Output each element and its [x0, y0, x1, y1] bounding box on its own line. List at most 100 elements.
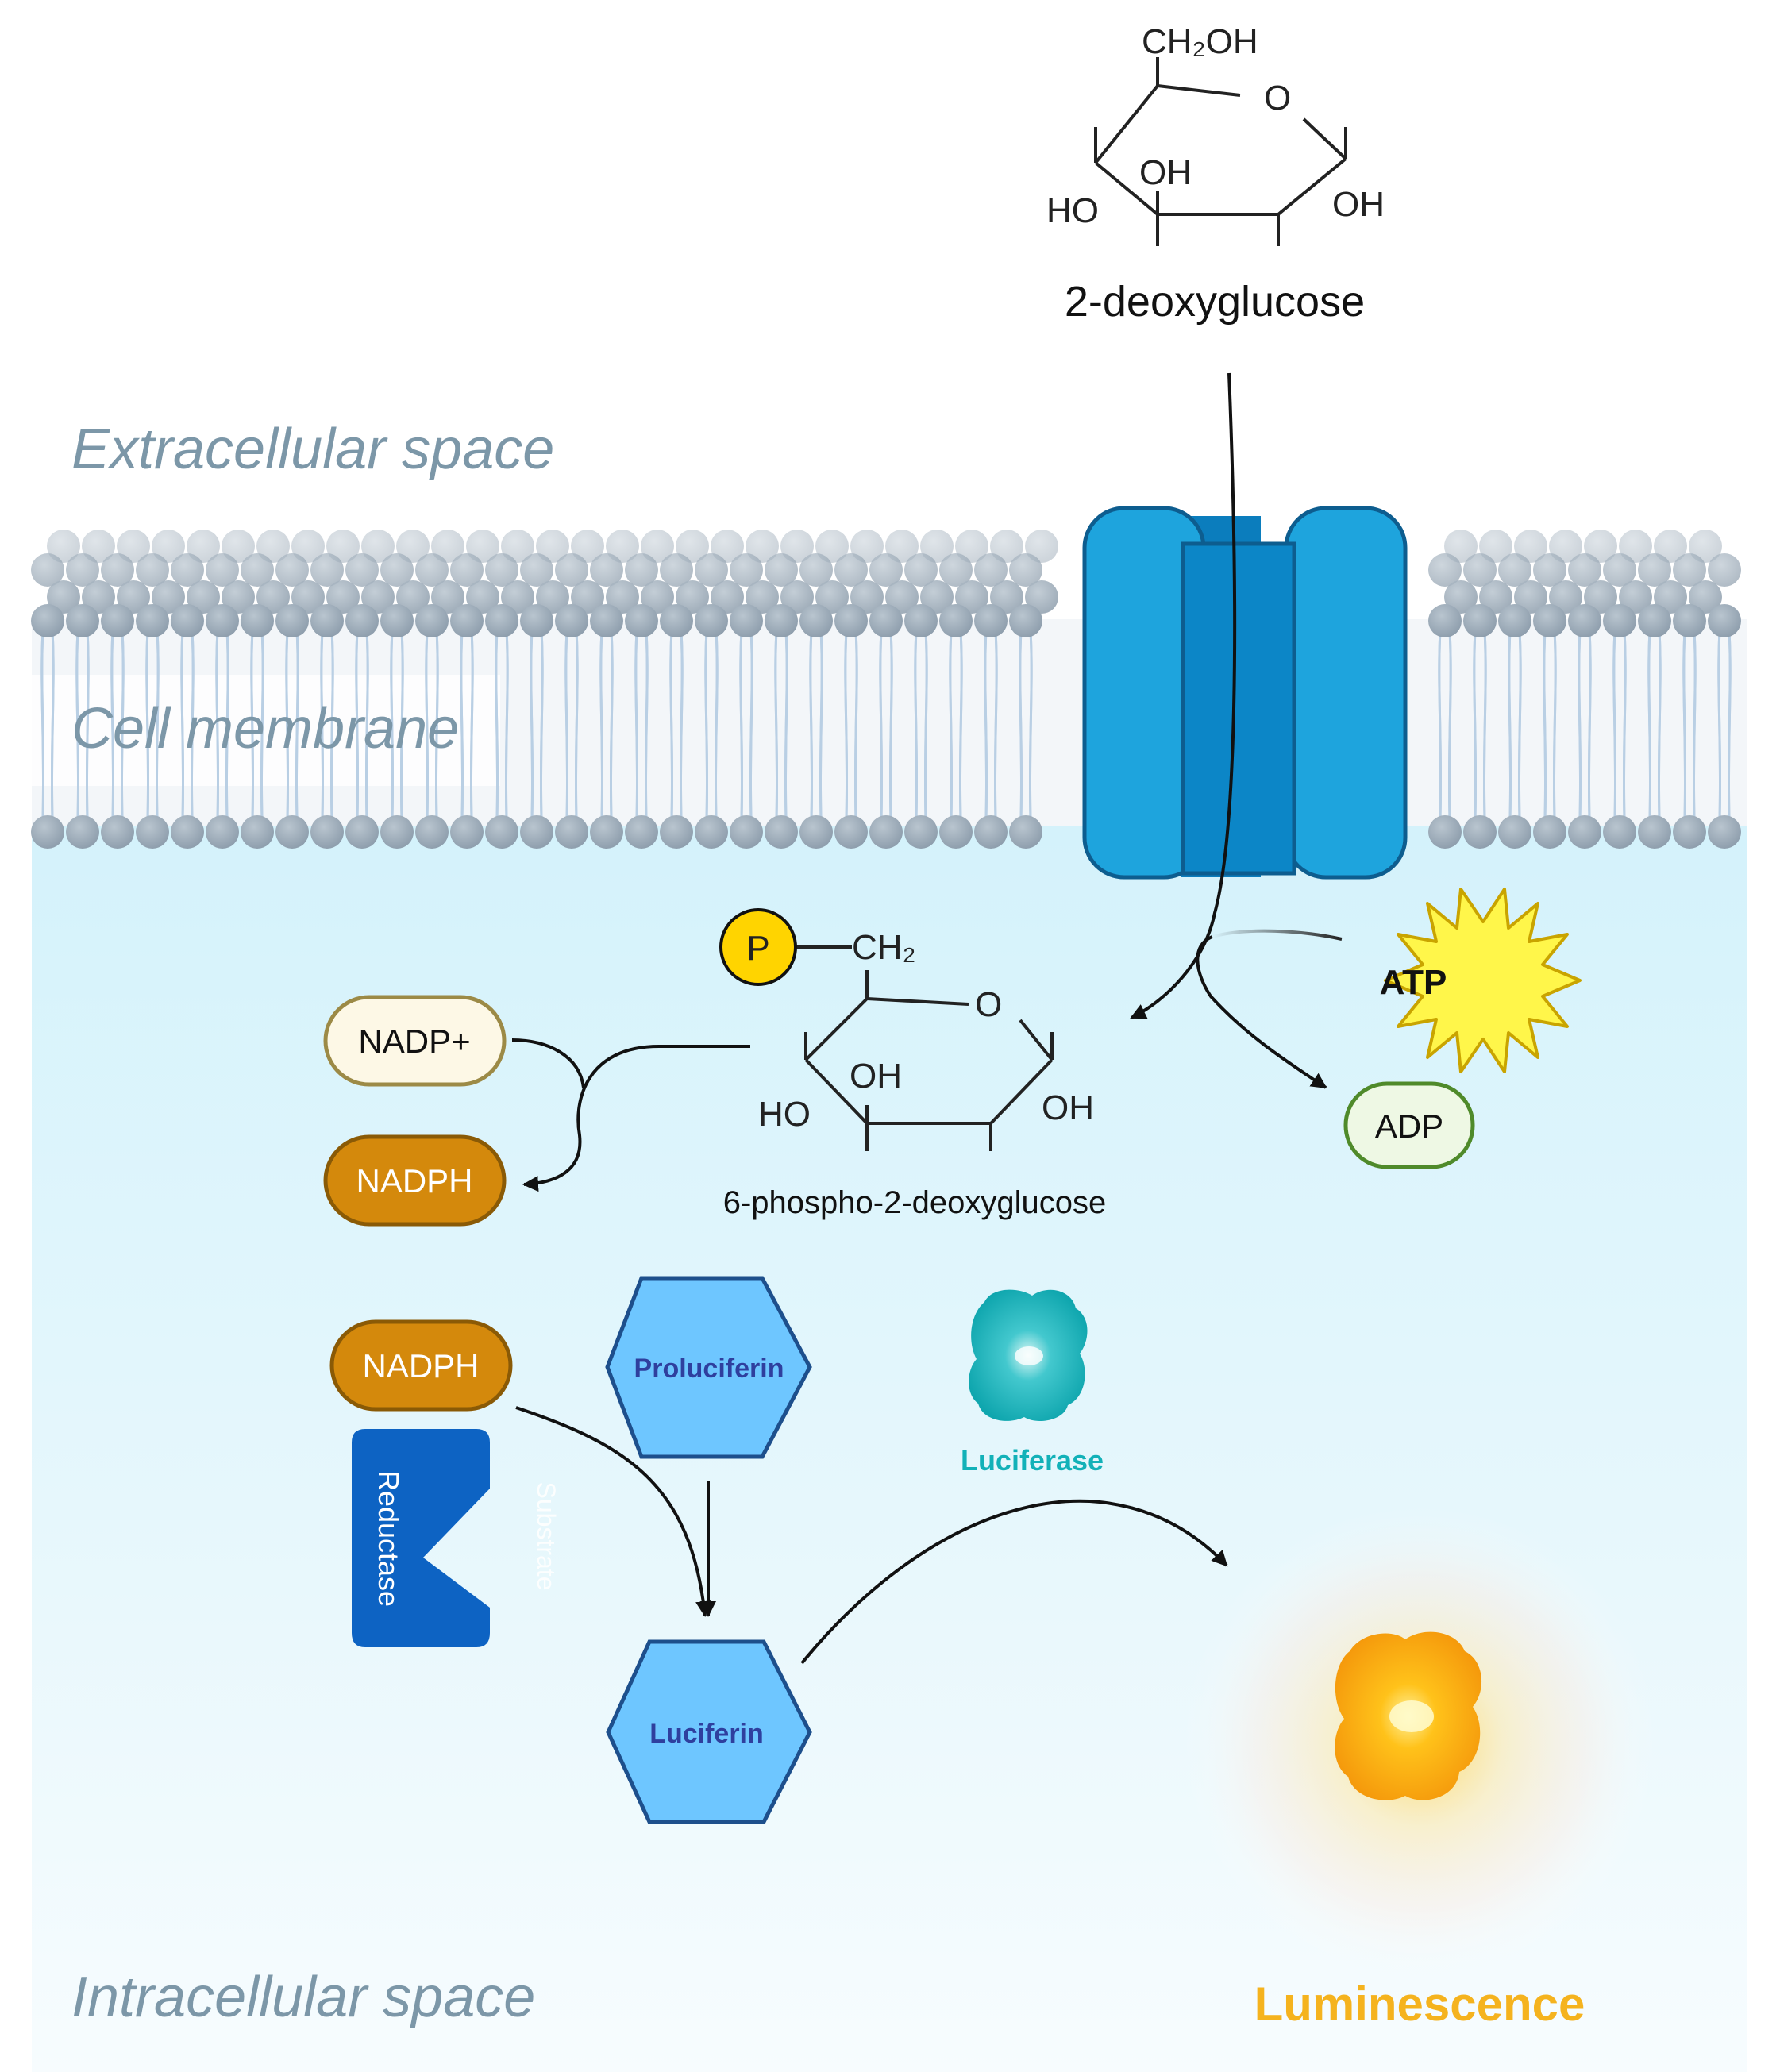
- lipid-tail: [40, 630, 45, 818]
- atp-burst: [1384, 888, 1582, 1073]
- lipid-tail: [1647, 630, 1652, 818]
- lipid-head: [520, 815, 553, 849]
- lipid-tail: [355, 630, 360, 818]
- lipid-head: [241, 815, 274, 849]
- lipid-head: [660, 553, 693, 587]
- lipid-head: [1689, 530, 1722, 563]
- lipid-head: [939, 553, 973, 587]
- lipid-head: [1603, 553, 1636, 587]
- lipid-head: [834, 553, 868, 587]
- lipid-head: [711, 530, 744, 563]
- reductase-enzyme: [352, 1429, 490, 1647]
- lipid-head: [466, 580, 499, 614]
- lipid-head: [291, 530, 325, 563]
- lipid-head: [536, 530, 569, 563]
- lipid-tail: [1657, 630, 1662, 818]
- proluciferin-label: Proluciferin: [634, 1354, 784, 1384]
- lipid-tail: [1587, 630, 1592, 818]
- nadph-top-label: NADPH: [356, 1162, 472, 1200]
- lipid-head: [590, 604, 623, 637]
- lipid-head: [1498, 815, 1531, 849]
- lipid-tail: [1482, 630, 1487, 818]
- lipid-head: [345, 553, 379, 587]
- lipid-tail: [364, 630, 369, 818]
- lipid-head: [1654, 580, 1687, 614]
- lipid-head: [765, 604, 798, 637]
- lipid-head: [1444, 580, 1478, 614]
- lipid-tail: [329, 630, 334, 818]
- lipid-head: [1584, 580, 1617, 614]
- lipid-head: [1619, 580, 1652, 614]
- lipid-tail: [460, 630, 464, 818]
- lipid-head: [695, 604, 728, 637]
- lipid-head: [606, 580, 639, 614]
- lipid-head: [990, 530, 1023, 563]
- lipid-head: [625, 553, 658, 587]
- nadp-plus-pill: [323, 995, 507, 1087]
- lipid-tail: [819, 630, 823, 818]
- lipid-head: [939, 604, 973, 637]
- lipid-head: [326, 580, 360, 614]
- lipid-head: [676, 530, 709, 563]
- extracellular-region: [0, 0, 1780, 587]
- lipid-head: [82, 580, 115, 614]
- lipid-head: [187, 580, 220, 614]
- lipid-tail: [853, 630, 858, 818]
- lipid-head: [869, 604, 903, 637]
- deoxyglucose-ch2oh: CH₂OH: [1142, 22, 1258, 61]
- lipid-head: [520, 553, 553, 587]
- luciferin-hexagon: [606, 1639, 812, 1824]
- lipid-head: [396, 580, 430, 614]
- lipid-tail: [320, 630, 325, 818]
- deoxyglucose-ho-left: HO: [1046, 191, 1099, 230]
- lipid-tail: [704, 630, 709, 818]
- lipid-tail: [285, 630, 290, 818]
- lipid-head: [695, 815, 728, 849]
- lipid-head: [590, 553, 623, 587]
- deoxyglucose-oh-right: OH: [1332, 185, 1385, 224]
- glucose-transporter: [1082, 506, 1408, 880]
- phospho-structure: [796, 945, 1054, 1151]
- lipid-head: [869, 815, 903, 849]
- lipid-head: [1568, 815, 1601, 849]
- lipid-head: [1463, 604, 1497, 637]
- lipid-head: [1549, 530, 1582, 563]
- lipid-head: [571, 580, 604, 614]
- lipid-tail: [923, 630, 928, 818]
- membrane-label: Cell membrane: [71, 697, 459, 761]
- lipid-tail: [609, 630, 614, 818]
- substrate-label: Substrate: [532, 1482, 561, 1591]
- lipid-head: [415, 604, 449, 637]
- lipid-head: [780, 580, 814, 614]
- lipid-head: [955, 580, 988, 614]
- lipid-head: [1444, 530, 1478, 563]
- lipid-head: [310, 815, 344, 849]
- lipid-tail: [1578, 630, 1582, 818]
- lipid-head: [361, 580, 395, 614]
- lipid-head: [415, 815, 449, 849]
- lipid-head: [1654, 530, 1687, 563]
- lipid-tail: [145, 630, 150, 818]
- extracellular-label: Extracellular space: [71, 418, 554, 481]
- lipid-head: [66, 815, 99, 849]
- adp-pill: [1343, 1081, 1475, 1169]
- lipid-tail: [844, 630, 849, 818]
- lipid-tail: [215, 630, 220, 818]
- lipid-tail: [225, 630, 229, 818]
- lipid-head: [345, 815, 379, 849]
- lipid-head: [730, 553, 763, 587]
- lipid-head: [1673, 553, 1706, 587]
- lipid-tail: [1622, 630, 1627, 818]
- lipid-head: [117, 580, 150, 614]
- lipid-head: [590, 815, 623, 849]
- lipid-tail: [495, 630, 499, 818]
- lipid-head: [730, 604, 763, 637]
- lipid-head: [206, 815, 239, 849]
- lipid-head: [904, 604, 938, 637]
- lipid-tail: [1438, 630, 1443, 818]
- lipid-tail: [1028, 630, 1033, 818]
- nadph-bottom-label: NADPH: [362, 1347, 479, 1385]
- lipid-head: [555, 815, 588, 849]
- lipid-head: [904, 815, 938, 849]
